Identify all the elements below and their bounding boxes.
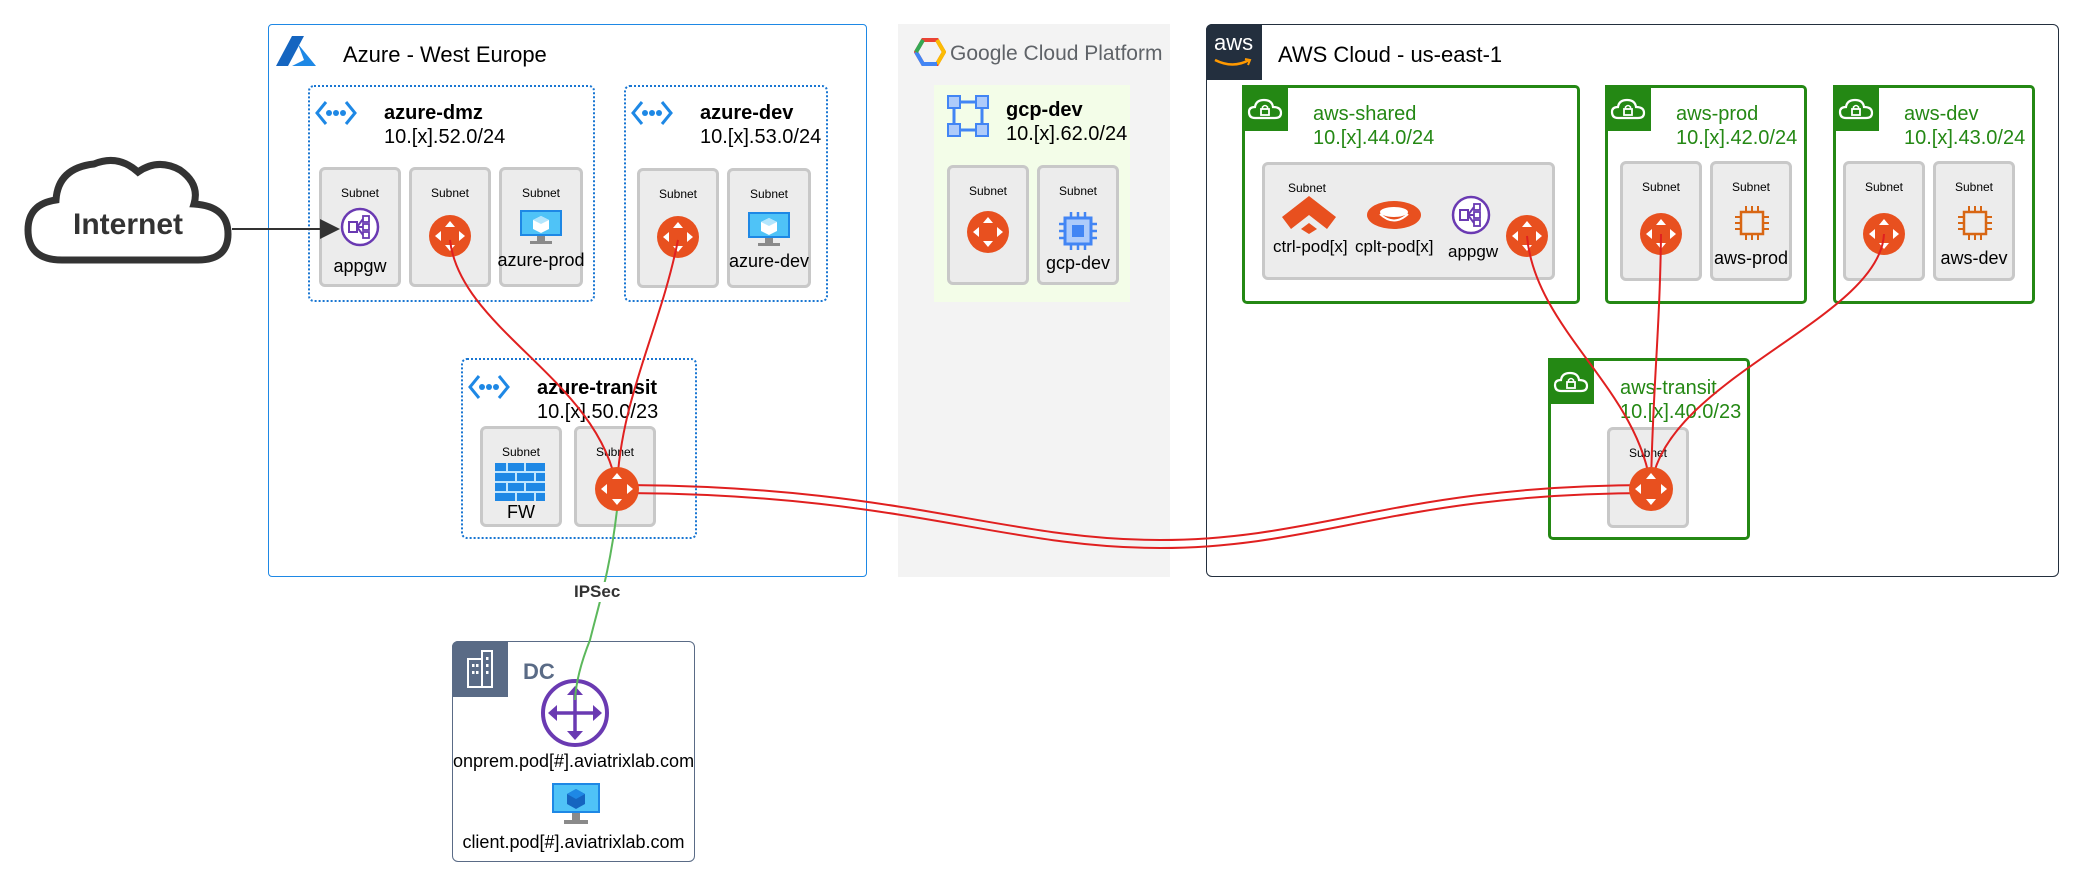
aws-logo-badge: [1206, 24, 1262, 80]
node-label: aws-dev: [1940, 248, 2008, 268]
aws-smile-icon: [1213, 56, 1253, 74]
node-label: azure-prod: [497, 250, 585, 270]
subnet-label: Subnet: [658, 187, 698, 201]
virtual-machine-icon: [746, 210, 792, 253]
gcp-logo-icon: [913, 38, 947, 71]
vpc-name: aws-dev: [1904, 103, 1979, 125]
subnet-label: Subnet: [1954, 180, 1994, 194]
subnet-label: Subnet: [968, 184, 1008, 198]
subnet-label: Subnet: [521, 186, 561, 200]
building-icon: [464, 649, 496, 694]
vpc-cloud-lock-icon: [1838, 96, 1874, 127]
app-gateway-icon: [340, 207, 380, 252]
subnet-label: Subnet: [430, 186, 470, 200]
subnet-box: Subnet: [947, 165, 1029, 285]
aviatrix-controller-icon: [1281, 195, 1337, 240]
vnet-name: azure-dev: [700, 102, 794, 124]
onprem-router-label: onprem.pod[#].aviatrixlab.com: [452, 751, 695, 771]
subnet-label: Subnet: [501, 445, 541, 459]
node-label: gcp-dev: [1045, 253, 1111, 273]
subnet-label: Subnet: [595, 445, 635, 459]
onprem-router-icon: [540, 678, 610, 753]
dc-title: DC: [523, 659, 555, 684]
subnet-label: Subnet: [340, 186, 380, 200]
node-label: azure-dev: [728, 251, 810, 271]
aws-region-title: AWS Cloud - us-east-1: [1278, 42, 1503, 67]
vpc-cidr: 10.[x].42.0/24: [1676, 127, 1798, 149]
gateway-router-icon: [1862, 212, 1906, 261]
node-label: cplt-pod[x]: [1355, 237, 1434, 256]
vnet-cidr: 10.[x].50.0/23: [537, 401, 659, 423]
subnet-label: Subnet: [749, 187, 789, 201]
gcp-brand-google: Google: [950, 42, 1018, 65]
aws-logo-text: aws: [1214, 30, 1254, 55]
vnet-icon: [314, 98, 358, 133]
node-label: aws-prod: [1713, 248, 1789, 268]
vnet-name: azure-transit: [537, 377, 658, 399]
gateway-router-icon: [966, 210, 1010, 259]
subnet-label: Subnet: [1058, 184, 1098, 198]
vpc-cidr: 10.[x].40.0/23: [1620, 401, 1742, 423]
subnet-box: Subnet: [574, 426, 656, 527]
vnet-cidr: 10.[x].53.0/24: [700, 126, 822, 148]
vpc-name: aws-prod: [1676, 103, 1759, 125]
ec2-instance-icon: [1734, 205, 1770, 246]
subnet-label: Subnet: [1864, 180, 1904, 194]
vpc-name: gcp-dev: [1006, 99, 1083, 121]
azure-region-title: Azure - West Europe: [343, 42, 547, 67]
subnet-box: Subnet: [1607, 427, 1689, 528]
gcp-brand-rest: Cloud Platform: [1017, 42, 1163, 65]
vpc-cloud-lock-icon: [1553, 369, 1589, 400]
internet-cloud-icon: [22, 150, 234, 273]
subnet-label: Subnet: [1287, 181, 1327, 195]
virtual-machine-icon: [518, 208, 564, 251]
vnet-icon: [630, 98, 674, 133]
app-gateway-icon: [1451, 195, 1491, 240]
compute-engine-icon: [1056, 211, 1100, 256]
node-label: FW: [507, 502, 535, 522]
ipsec-label: IPSec: [572, 582, 623, 602]
internet-label: Internet: [72, 208, 183, 241]
vpc-cidr: 10.[x].62.0/24: [1006, 123, 1128, 145]
client-label: client.pod[#].aviatrixlab.com: [462, 832, 685, 852]
firewall-icon: [495, 463, 545, 506]
vpc-cidr: 10.[x].44.0/24: [1313, 127, 1435, 149]
gcp-vpc-icon: [946, 94, 990, 143]
azure-logo-icon: [274, 34, 318, 73]
node-label: appgw: [333, 256, 387, 276]
vpc-name: aws-transit: [1620, 377, 1717, 399]
gateway-router-icon: [1505, 214, 1549, 263]
vpc-cloud-lock-icon: [1247, 96, 1283, 127]
subnet-label: Subnet: [1731, 180, 1771, 194]
gateway-router-icon: [1639, 212, 1683, 261]
subnet-label: Subnet: [1628, 446, 1668, 460]
vpc-name: aws-shared: [1313, 103, 1417, 125]
vpc-cloud-lock-icon: [1610, 96, 1646, 127]
node-label: appgw: [1448, 242, 1499, 261]
ec2-instance-icon: [1957, 205, 1993, 246]
subnet-box: Subnet: [1933, 161, 2015, 281]
subnet-label: Subnet: [1641, 180, 1681, 194]
vnet-name: azure-dmz: [384, 102, 483, 124]
vnet-icon: [467, 372, 511, 407]
gcp-brand-title: Google Cloud Platform: [950, 42, 1162, 66]
node-label: ctrl-pod[x]: [1273, 237, 1348, 256]
gateway-router-icon: [656, 215, 700, 264]
vnet-cidr: 10.[x].52.0/24: [384, 126, 506, 148]
gateway-router-icon: [428, 214, 472, 263]
client-vm-icon: [550, 781, 602, 832]
vpc-cidr: 10.[x].43.0/24: [1904, 127, 2026, 149]
aviatrix-copilot-icon: [1366, 197, 1422, 238]
